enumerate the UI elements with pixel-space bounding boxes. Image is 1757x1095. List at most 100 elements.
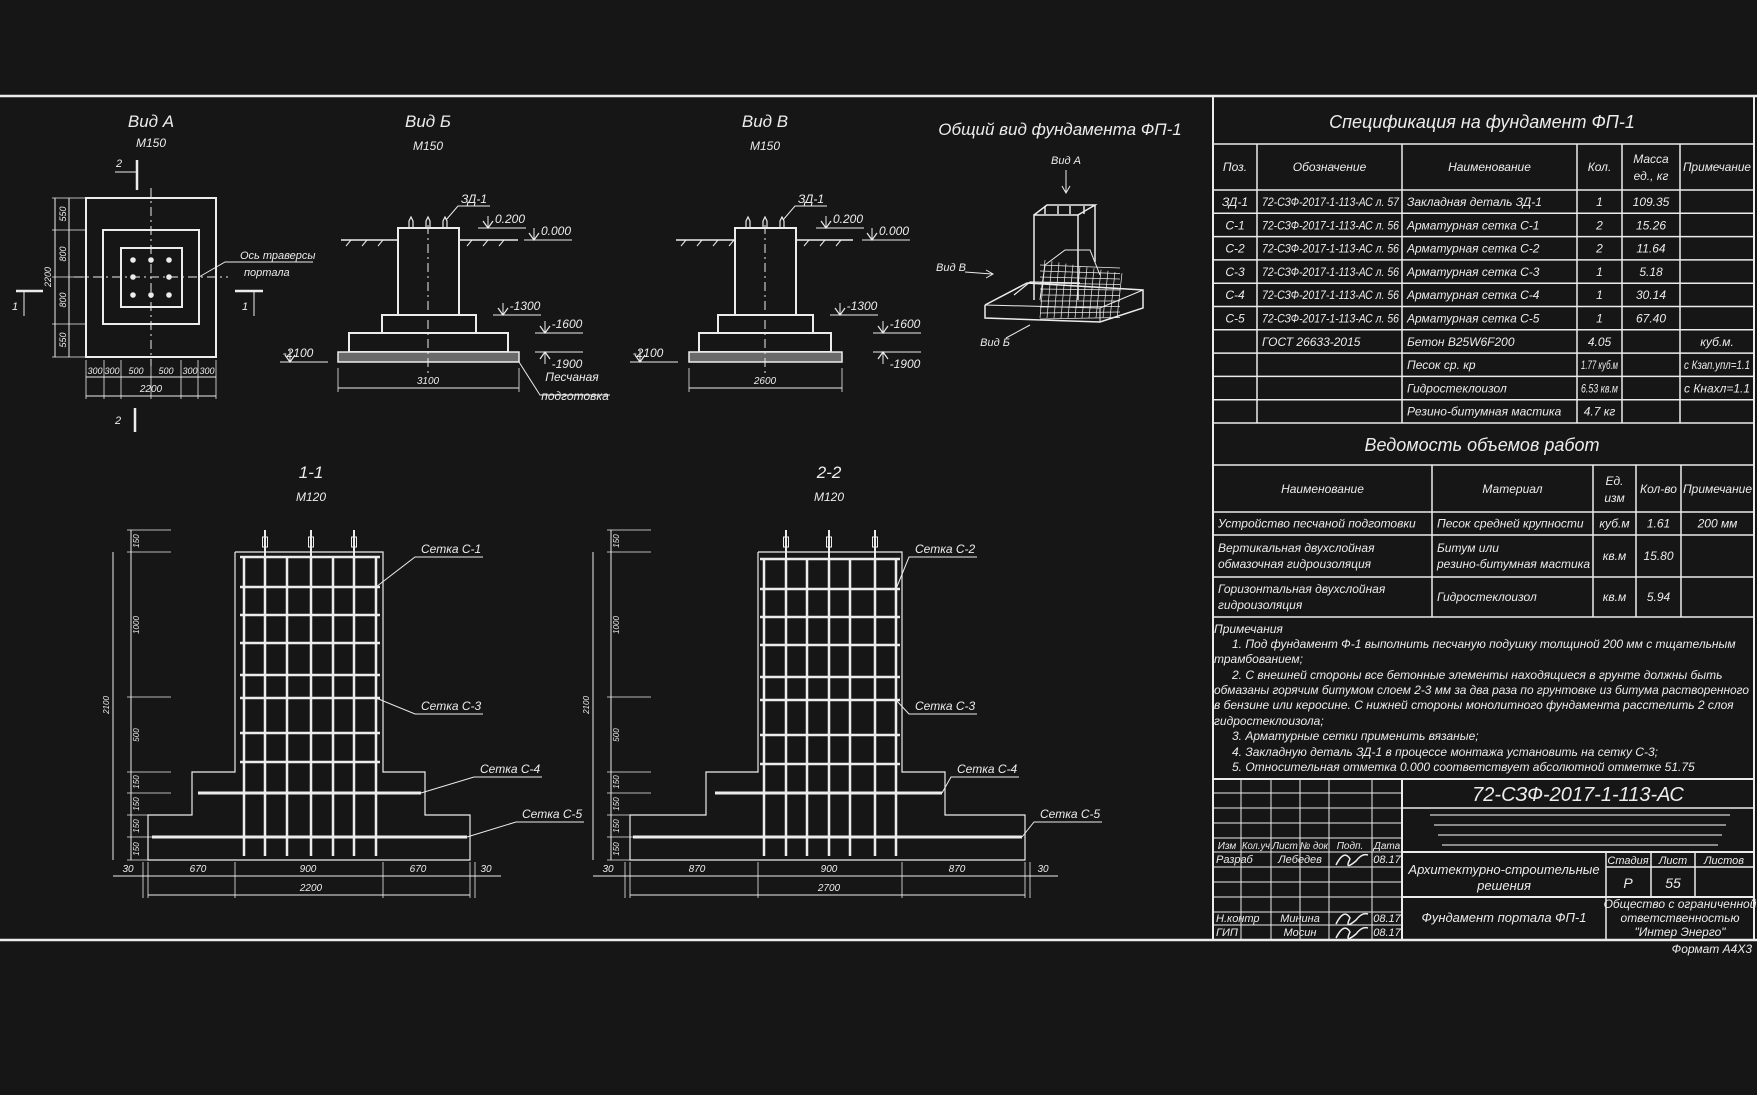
drawing-line [361,239,368,247]
drawing-line [466,239,473,247]
anchor-nut-icon [351,536,357,548]
dimension-label: 670 [190,864,207,875]
dimension-label: 150 [132,775,141,789]
anchor-bolt-icon [425,215,431,228]
section-name: решения [1476,878,1531,893]
table-cell: 72-СЗФ-2017-1-113-АС л. 56 [1262,312,1399,326]
dimension-label: 800 [58,292,68,307]
note-line: 5. Относительная отметка 0.000 соответст… [1232,760,1695,774]
sheet-format: Формат А4Х3 [1672,942,1753,956]
table-cell: С-3 [1225,265,1245,279]
leader-line [895,556,977,590]
mesh-label: Сетка С-3 [421,699,482,713]
iso-mesh [1109,271,1116,319]
table-cell: Арматурная сетка С-5 [1406,312,1540,326]
column-header: Лист [1271,841,1298,852]
note-line: 2. С внешней стороны все бетонные элемен… [1231,668,1722,682]
mesh-label: Сетка С-5 [1040,807,1101,821]
table-cell: Гидростеклоизол [1407,381,1507,395]
view-scale: М150 [750,139,780,153]
column-header: Наименование [1448,160,1531,174]
dimension-label: 30 [122,864,134,875]
iso-mesh [1039,270,1121,274]
column-header: Наименование [1281,482,1364,496]
dimension-label: 2100 [102,696,111,715]
column-header: № док [1300,841,1329,852]
anchor-nut-icon [872,536,878,548]
leader-line [445,205,490,221]
table-cell: 4.7 кг [1584,405,1616,419]
section-title: 1-1 [299,463,324,482]
elevation-label: 0.000 [541,224,571,238]
table-cell: 109.35 [1633,195,1670,209]
dimension-label: 2100 [582,696,591,715]
drawing-line [482,239,489,247]
section-name: Архитектурно-строительные [1407,862,1599,877]
stage-header: Листов [1703,855,1744,867]
anchor-bolt-icon [148,292,154,298]
anchor-bolt-icon [442,215,448,228]
column-header: Ед. [1606,474,1624,488]
table-cell: Резино-битумная мастика [1407,405,1562,419]
drawing-line [1005,324,1031,339]
illegible-description-text [1430,814,1730,816]
note-line: 4. Закладную деталь ЗД-1 в процессе монт… [1232,745,1658,759]
table-cell: 200 мм [1697,517,1738,531]
dimension-label: 300 [182,366,197,376]
iso-mesh [1074,265,1081,319]
volumes-title: Ведомость объемов работ [1364,435,1599,455]
table-cell: куб.м [1599,517,1629,531]
anchor-bolt-icon [166,292,172,298]
dimension-label: 150 [612,534,621,548]
iso-column [1033,214,1079,300]
mesh-label: Сетка С-3 [915,699,976,713]
role-label: Н.контр [1216,913,1260,925]
table-cell: 11.64 [1636,242,1665,256]
anchor-bolt-icon [745,215,751,228]
iso-mesh [1039,294,1121,296]
elevation-label: -2100 [283,346,314,360]
sign-date: 08.17 [1373,913,1401,925]
table-cell: кв.м [1603,549,1627,563]
embed-label: ЗД-1 [461,192,487,206]
table-cell: 6.53 кв.м [1581,381,1618,395]
section-mark-label: 2 [115,158,122,170]
drawing-line [377,239,384,247]
sign-date: 08.17 [1373,854,1401,866]
table-cell: 72-СЗФ-2017-1-113-АС л. 56 [1262,288,1399,302]
iso-mesh [1081,267,1088,319]
table-cell: 1.77 куб.м [1581,358,1618,372]
dimension-label: 2200 [139,384,163,395]
table-cell: Арматурная сетка С-4 [1406,288,1540,302]
anchor-bolt-icon [762,215,768,228]
signature [1335,926,1369,940]
iso-mesh [1102,270,1109,319]
anchor-bolt-icon [779,215,785,228]
iso-mesh [1039,264,1121,269]
table-cell: Песок ср. кр [1407,358,1476,372]
sand-label: Песчаная [545,370,599,384]
table-cell: Устройство песчаной подготовки [1217,517,1416,531]
iso-mesh [1039,276,1121,280]
dimension-label: 150 [132,842,141,856]
sand-label: подготовка [541,389,609,403]
dimension-label: 1000 [132,616,141,634]
anchor-nut-icon [826,536,832,548]
anchor-bolt-icon [130,257,136,263]
anchor-bolt-icon [166,274,172,280]
leader-line [1021,821,1102,838]
dimension-label: 150 [612,819,621,833]
section-scale: М120 [814,490,844,504]
sign-date: 08.17 [1373,927,1401,939]
column-header: Подп. [1337,841,1364,852]
elevation-label: -1900 [552,357,583,371]
table-cell: ГОСТ 26633-2015 [1262,335,1361,349]
section-mark-label: 1 [242,301,248,313]
column-header: Примечание [1683,160,1751,174]
arrow-icon [1061,185,1071,195]
dimension-label: 2200 [43,267,53,288]
dimension-label: 550 [58,332,68,347]
elevation-label: 0.200 [495,212,525,226]
elevation-label: -1300 [510,299,541,313]
note-line: 3. Арматурные сетки применить вязаные; [1232,729,1479,743]
